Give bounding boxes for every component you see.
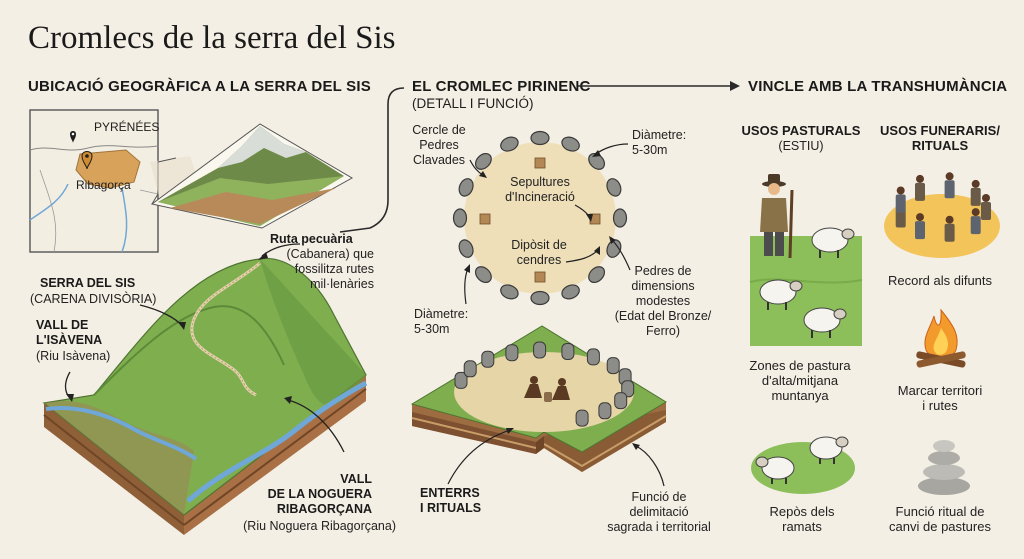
standing-stone	[598, 402, 612, 420]
route-desc: (Cabanera) que fossilitza rutes mil·lenà…	[286, 247, 374, 291]
rest-label: Repòs dels ramats	[769, 504, 835, 534]
sheep-icon	[809, 436, 849, 464]
standing-stone	[561, 343, 575, 360]
person-icon	[915, 174, 925, 201]
person-icon	[915, 213, 925, 240]
standing-stones-ring	[452, 130, 628, 306]
diameter-left-label: Diàmetre: 5-30m	[414, 307, 469, 336]
standing-stone	[458, 239, 474, 258]
sheep-icon	[803, 307, 847, 338]
cairn-stones-icon	[918, 440, 970, 495]
section-cromlech-subheading: (DETALL I FUNCIÓ)	[412, 96, 534, 111]
territory-label: Marcar territori i rutes	[897, 383, 983, 413]
people-circle	[895, 172, 991, 242]
standing-stone	[614, 392, 628, 410]
stones-label: Pedres de dimensions modestes (Edat del …	[614, 264, 712, 338]
section-standing-stones	[454, 341, 635, 427]
vall-isavena-title: VALL DE L'ISÀVENA	[36, 318, 103, 347]
page-title: Cromlecs de la serra del Sis	[28, 20, 396, 56]
cromlech-plan	[452, 130, 628, 306]
shepherd-icon	[760, 174, 794, 259]
standing-stone	[505, 344, 519, 362]
standing-stone	[575, 409, 589, 427]
vall-noguera-title: VALL DE LA NOGUERA RIBAGORÇANA	[267, 472, 372, 516]
zoom-callout-mountain	[150, 123, 354, 229]
person-icon	[981, 194, 991, 220]
campfire-icon	[916, 308, 966, 368]
pasture-label: Zones de pastura d'alta/mitjana muntanya	[749, 358, 851, 403]
circle-label: Cercle de Pedres Clavades	[412, 123, 466, 167]
standing-stone	[561, 284, 580, 300]
standing-stone	[500, 284, 519, 300]
person-icon	[944, 215, 955, 242]
funerary-heading: USOS FUNERARIS/ RITUALS	[880, 123, 1000, 153]
shepherd-pasture-illustration	[749, 174, 863, 346]
sheep-icon	[811, 227, 855, 258]
person-icon	[944, 172, 955, 199]
standing-stone	[533, 341, 547, 359]
ashes-label: Dipòsit de cendres	[511, 238, 567, 267]
standing-stone	[561, 136, 580, 152]
standing-stone	[586, 348, 600, 366]
memory-label: Record als difunts	[887, 273, 993, 288]
standing-stone	[530, 130, 550, 146]
route-title: Ruta pecuària	[270, 232, 353, 246]
map-place-label: Ribagorça	[76, 178, 131, 192]
pastoral-heading: USOS PASTURALS	[741, 123, 861, 138]
region-map	[29, 109, 159, 253]
section-transhumance-heading: VINCLE AMB LA TRANSHUMÀNCIA	[748, 78, 1008, 95]
landscape-block	[42, 257, 368, 535]
sheep-icon	[755, 456, 795, 484]
standing-stone	[458, 178, 474, 197]
standing-stone	[474, 152, 492, 170]
standing-stone	[606, 178, 622, 197]
location-pin-icon	[81, 151, 93, 170]
serra-title: SERRA DEL SIS	[40, 276, 136, 290]
standing-stone	[454, 371, 468, 389]
function-label: Funció de delimitació sagrada i territor…	[607, 490, 711, 534]
diameter-top-label: Diàmetre: 5-30m	[632, 128, 687, 157]
section-cromlech-heading: EL CROMLEC PIRINENC	[412, 78, 591, 95]
standing-stone	[588, 266, 606, 284]
ritual-label: Funció ritual de canvi de pastures	[889, 504, 991, 534]
vall-noguera-desc: (Riu Noguera Ribagorçana)	[243, 519, 396, 533]
ritual-figures	[524, 376, 570, 402]
standing-stone	[452, 208, 468, 228]
vall-isavena-desc: (Riu Isàvena)	[36, 349, 111, 363]
sheep-icon	[759, 279, 803, 310]
standing-stone	[621, 380, 635, 398]
person-icon	[970, 179, 981, 206]
person-icon	[970, 208, 981, 235]
standing-stone	[530, 290, 550, 306]
cromlech-cross-section	[410, 325, 667, 472]
standing-stone	[612, 208, 628, 228]
standing-stone	[500, 136, 519, 152]
resting-flock-illustration	[751, 436, 855, 494]
burials-label: Sepultures d'Incineració	[505, 175, 575, 204]
person-icon	[895, 186, 906, 213]
section-location-heading: UBICACIÓ GEOGRÀFICA A LA SERRA DEL SIS	[28, 78, 371, 95]
map-region-label: PYRÉNÉES	[94, 120, 160, 134]
pastoral-subheading: (ESTIU)	[778, 139, 824, 153]
serra-desc: (CARENA DIVISÒRIA)	[30, 292, 157, 306]
standing-stone	[481, 350, 495, 368]
standing-stone	[463, 360, 477, 378]
gathering-illustration	[884, 172, 1000, 258]
standing-stone	[474, 266, 492, 284]
rituals-label: ENTERRS I RITUALS	[420, 486, 482, 515]
map-pin-icon	[70, 131, 76, 143]
standing-stone	[606, 357, 620, 375]
standing-stone	[588, 152, 606, 170]
